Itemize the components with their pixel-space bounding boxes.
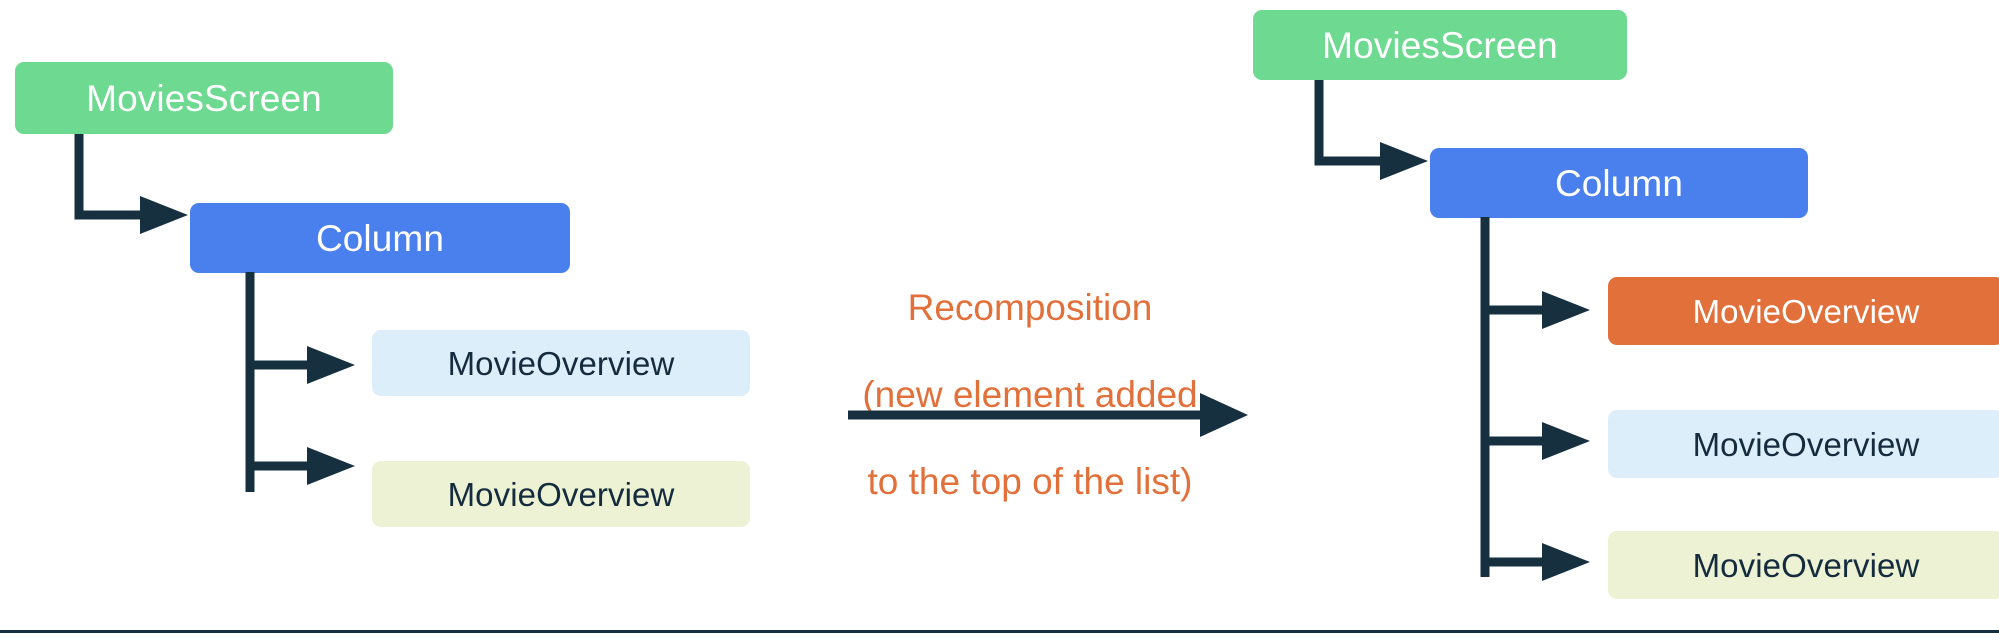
bottom-divider (0, 630, 1999, 633)
before-movies-screen-label: MoviesScreen (86, 77, 322, 119)
recomposition-caption-line-2: (new element added (862, 373, 1198, 415)
after-movies-screen-label: MoviesScreen (1322, 24, 1558, 66)
after-connector-root-to-column (1314, 80, 1428, 180)
before-node-movies-screen: MoviesScreen (15, 62, 393, 134)
before-column-label: Column (315, 217, 445, 259)
before-connector-root-to-column (74, 134, 188, 234)
after-node-movie-overview-new: MovieOverview (1608, 277, 1999, 345)
after-connector-column-to-children (1480, 217, 1590, 581)
before-node-column: Column (190, 203, 570, 273)
after-movie-overview-1-label: MovieOverview (1692, 425, 1920, 463)
before-node-movie-overview-2: MovieOverview (372, 461, 750, 527)
recomposition-caption-line-3: to the top of the list) (867, 461, 1193, 503)
before-connector-column-to-children (245, 272, 355, 492)
after-movie-overview-new-label: MovieOverview (1692, 292, 1920, 330)
after-node-column: Column (1430, 148, 1808, 218)
after-node-movie-overview-2: MovieOverview (1608, 531, 1999, 599)
after-movie-overview-2-label: MovieOverview (1692, 546, 1920, 584)
before-movie-overview-2-label: MovieOverview (447, 475, 675, 513)
after-node-movies-screen: MoviesScreen (1253, 10, 1627, 80)
before-node-movie-overview-1: MovieOverview (372, 330, 750, 396)
transition-arrow-icon (848, 393, 1248, 437)
after-column-label: Column (1554, 162, 1684, 204)
recomposition-caption: Recomposition (new element added to the … (830, 242, 1230, 548)
recomposition-caption-line-1: Recomposition (907, 286, 1153, 328)
after-node-movie-overview-1: MovieOverview (1608, 410, 1999, 478)
before-movie-overview-1-label: MovieOverview (447, 344, 675, 382)
